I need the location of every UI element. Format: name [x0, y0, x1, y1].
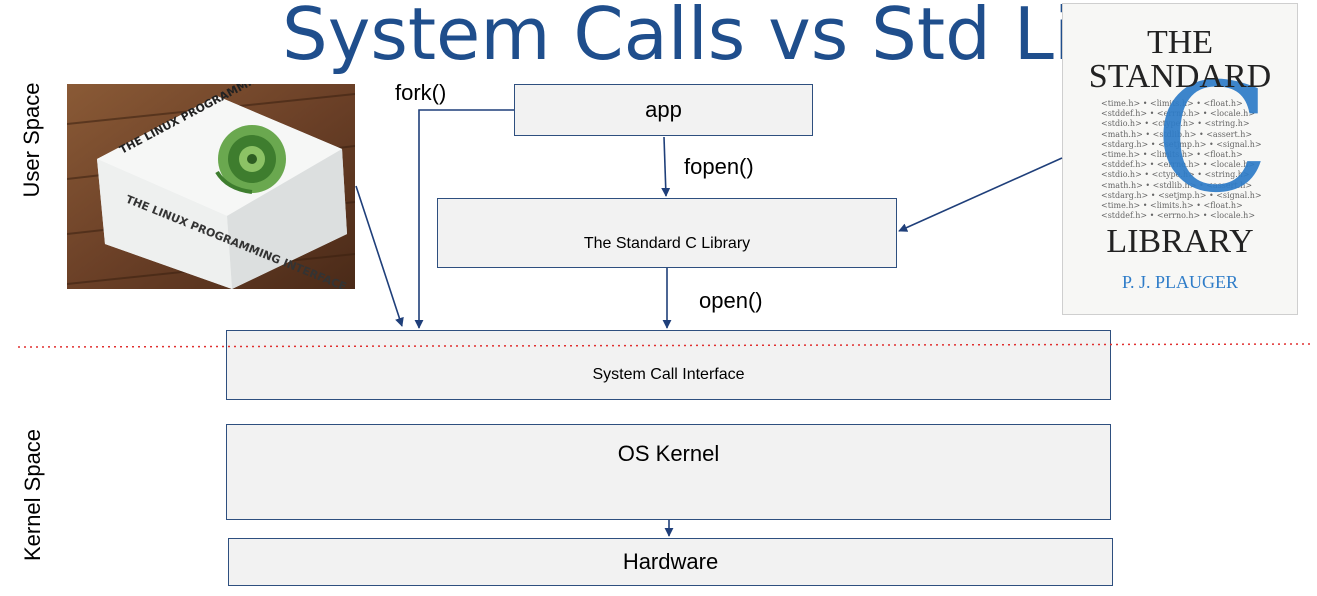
c-book-title-line3: LIBRARY [1106, 223, 1254, 260]
c-book-headers: <time.h> • <limits.h> • <float.h> <stdde… [1101, 99, 1262, 221]
std-c-library-box: The Standard C Library [437, 198, 897, 268]
fork-arrow [414, 109, 514, 329]
os-kernel-label: OS Kernel [617, 441, 720, 466]
linux-book-pointer-arrow [355, 185, 404, 327]
open-call-label: open() [699, 288, 763, 313]
std-c-library-label: The Standard C Library [583, 235, 751, 252]
fern-spiral-icon [215, 125, 286, 194]
os-kernel-box: OS Kernel [226, 424, 1111, 520]
c-book-pointer-arrow [898, 157, 1063, 232]
c-book-title-line2: STANDARD [1088, 58, 1272, 95]
c-library-book-cover: <time.h> • <limits.h> • <float.h> <stdde… [1062, 3, 1298, 315]
app-label: app [645, 97, 682, 122]
c-book-big-letter: C [1155, 52, 1270, 226]
hardware-box: Hardware [228, 538, 1113, 586]
c-book-title-line1: THE [1146, 24, 1214, 61]
fopen-arrow [661, 136, 671, 197]
c-book-author: P. J. PLAUGER [1121, 272, 1239, 292]
app-box: app [514, 84, 813, 136]
user-kernel-boundary [17, 343, 1313, 348]
hardware-label: Hardware [622, 549, 719, 574]
slide-title: System Calls vs Std Lib [282, 0, 1120, 76]
syscall-interface-label: System Call Interface [592, 366, 745, 383]
fork-call-label: fork() [395, 80, 447, 105]
linux-book-photo: THE LINUX PROGRAMMING INTERFACE THE LINU… [67, 84, 355, 289]
fopen-call-label: fopen() [684, 154, 754, 179]
syscall-interface-box: System Call Interface [226, 330, 1111, 400]
